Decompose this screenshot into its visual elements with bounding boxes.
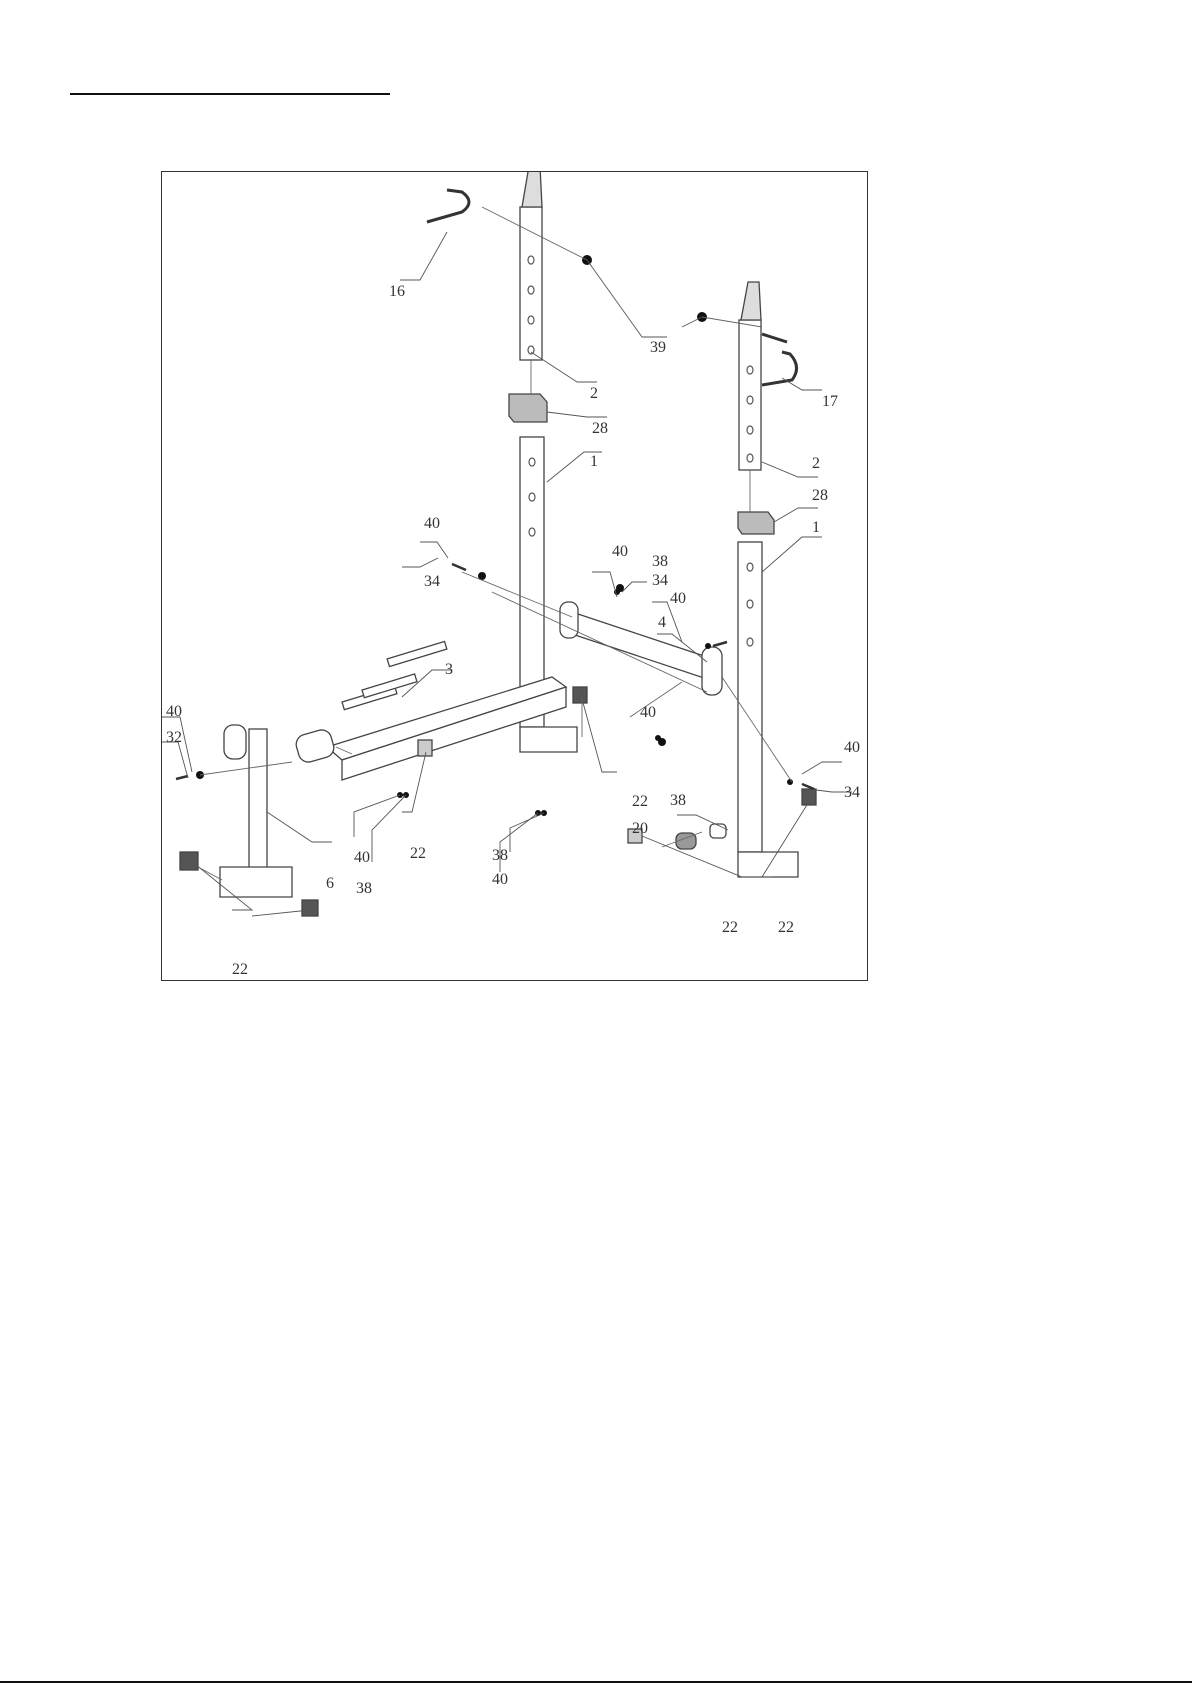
safety-pin-left [427, 190, 469, 222]
bushing-right [738, 512, 774, 534]
insert-cap-right [741, 282, 761, 320]
callout-34: 34 [652, 572, 668, 589]
end-cap [418, 740, 432, 756]
bracket-plate [387, 641, 447, 666]
exploded-diagram-frame: 16 39 2 17 28 1 2 28 1 40 34 40 38 34 40… [161, 171, 868, 981]
callout-38: 38 [356, 880, 372, 897]
callout-22: 22 [410, 845, 426, 862]
front-leg [249, 729, 267, 869]
beam-end-plate [294, 728, 336, 765]
callout-40: 40 [166, 703, 182, 720]
end-cap [302, 900, 318, 916]
upright-insert-left [520, 207, 542, 360]
callout-17: 17 [822, 393, 838, 410]
bushing-left [509, 394, 547, 422]
callout-3: 3 [445, 661, 453, 678]
upright-left-foot [520, 727, 577, 752]
callout-32: 32 [166, 729, 182, 746]
callout-28: 28 [592, 420, 608, 437]
callout-40: 40 [612, 543, 628, 560]
upright-insert-right [739, 320, 761, 470]
callout-4: 4 [658, 614, 666, 631]
callout-20: 20 [632, 820, 648, 837]
end-cap [573, 687, 587, 703]
crossbar-plate-right [702, 647, 722, 695]
callout-6: 6 [326, 875, 334, 892]
callout-28: 28 [812, 487, 828, 504]
page-bottom-rule [0, 1681, 1192, 1683]
insert-cap-left [522, 172, 542, 207]
callout-38: 38 [492, 847, 508, 864]
upright-right-foot [738, 852, 798, 877]
callout-2: 2 [812, 455, 820, 472]
callout-34: 34 [844, 784, 860, 801]
callout-40: 40 [424, 515, 440, 532]
callout-1: 1 [812, 519, 820, 536]
callout-22: 22 [632, 793, 648, 810]
callout-40: 40 [492, 871, 508, 888]
callout-16: 16 [389, 283, 405, 300]
callout-22: 22 [722, 919, 738, 936]
exploded-diagram: 16 39 2 17 28 1 2 28 1 40 34 40 38 34 40… [162, 172, 867, 980]
callout-38: 38 [670, 792, 686, 809]
callout-22: 22 [778, 919, 794, 936]
safety-pin-right [762, 334, 797, 385]
end-cap [180, 852, 198, 870]
callout-2: 2 [590, 385, 598, 402]
callout-39: 39 [650, 339, 666, 356]
callout-1: 1 [590, 453, 598, 470]
callout-40: 40 [640, 704, 656, 721]
title-underline [70, 93, 390, 95]
end-cap [802, 789, 816, 805]
callout-34: 34 [424, 573, 440, 590]
crossbar-plate-left [560, 602, 578, 638]
front-leg-plate [224, 725, 246, 759]
callout-22: 22 [232, 961, 248, 978]
callout-38: 38 [652, 553, 668, 570]
callout-40: 40 [670, 590, 686, 607]
upright-right [738, 542, 762, 852]
spring-pin [710, 824, 726, 838]
callout-40: 40 [354, 849, 370, 866]
callout-40: 40 [844, 739, 860, 756]
